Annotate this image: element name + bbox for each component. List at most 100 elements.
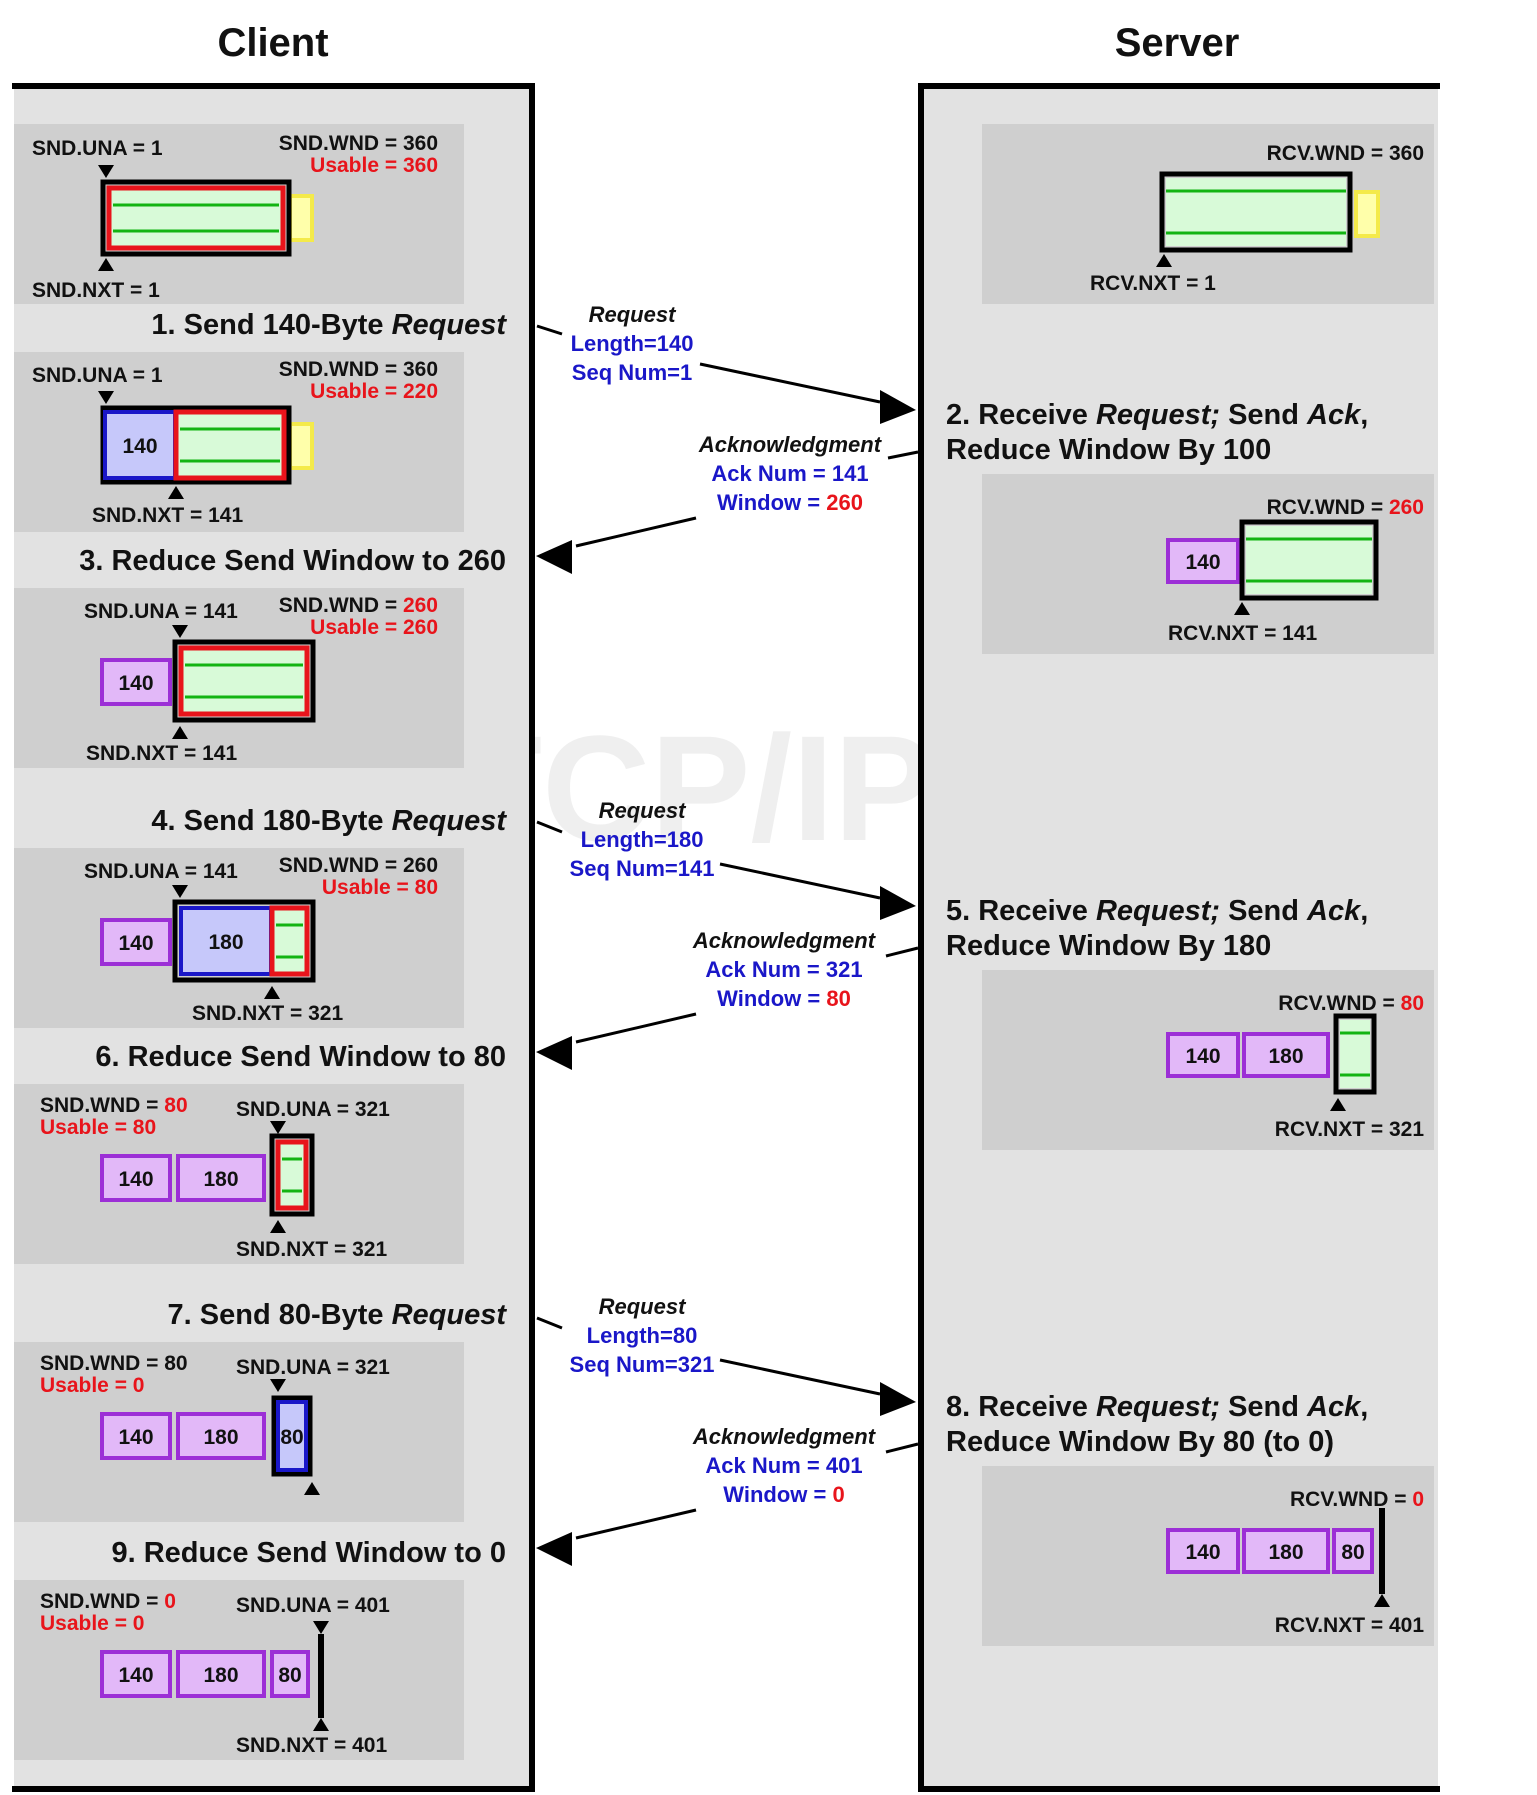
usable-window-fill (1166, 178, 1346, 246)
variable-label: Usable = 80 (40, 1116, 156, 1139)
variable-label: SND.UNA = 401 (236, 1594, 390, 1617)
step-9-title: 9. Reduce Send Window to 0 (111, 1537, 506, 1569)
ack-message-1-field: Window = 260 (717, 490, 863, 515)
segment-label: 140 (118, 1664, 153, 1687)
variable-label: RCV.WND = 360 (1267, 142, 1424, 165)
window-extension-marker (1354, 190, 1380, 238)
variable-label: RCV.NXT = 321 (1275, 1118, 1425, 1141)
segment-label: 140 (122, 435, 157, 458)
usable-window-fill (185, 652, 303, 710)
pointer-up-arrow (98, 258, 114, 271)
ack-message-2-title: Acknowledgment (692, 928, 877, 953)
step-3-title: 3. Reduce Send Window to 260 (79, 545, 506, 577)
variable-label: SND.WND = 260 (279, 594, 438, 617)
receive-window-frame (1333, 1013, 1377, 1095)
step-4-title: 4. Send 180-Byte Request (151, 805, 507, 837)
pointer-up-arrow (172, 726, 188, 739)
pointer-down-arrow (270, 1121, 286, 1134)
send-window-frame (172, 899, 316, 983)
ack-message-3-title: Acknowledgment (692, 1424, 877, 1449)
request-arrow-1-line (699, 362, 881, 404)
sent-segment (1166, 1032, 1240, 1078)
request-arrow-1-head (880, 390, 916, 424)
step-1-title: 1. Send 140-Byte Request (151, 309, 507, 341)
request-message-3-title: Request (599, 1294, 687, 1319)
request-arrow-2-line (536, 820, 563, 834)
usable-window-fill (1340, 1020, 1370, 1088)
ack-arrow-2-line (885, 946, 919, 958)
sent-segment (1332, 1528, 1374, 1574)
segment-label: 180 (203, 1426, 238, 1449)
segment-label: 180 (203, 1664, 238, 1687)
window-extension-marker (288, 194, 314, 242)
sent-segment (100, 658, 172, 706)
segment-label: 140 (118, 932, 153, 955)
pointer-up-arrow (1330, 1098, 1346, 1111)
send-window-frame (271, 1395, 313, 1477)
send-window-frame (172, 639, 316, 723)
segment-label: 80 (1341, 1541, 1364, 1564)
segment-label: 140 (1185, 1541, 1220, 1564)
request-message-2-field: Seq Num=141 (570, 856, 715, 881)
pointer-up-arrow (270, 1220, 286, 1233)
request-arrow-3-line (719, 1358, 881, 1396)
step-5-title-line2: Reduce Window By 180 (946, 930, 1271, 962)
request-message-1-title: Request (589, 302, 677, 327)
client-header: Client (217, 21, 328, 65)
variable-label: SND.NXT = 141 (92, 504, 243, 527)
usable-window-fill (276, 912, 303, 970)
pointer-down-arrow (98, 391, 114, 404)
variable-label: SND.WND = 360 (279, 132, 438, 155)
ack-message-2-field: Window = 80 (717, 986, 851, 1011)
sent-segment (176, 1412, 266, 1460)
variable-label: Usable = 360 (310, 154, 438, 177)
pointer-up-arrow (304, 1482, 320, 1495)
request-message-3-field: Seq Num=321 (570, 1352, 715, 1377)
variable-label: Usable = 80 (322, 876, 438, 899)
receive-window-frame (1239, 519, 1379, 601)
receive-window-frame (1159, 171, 1353, 253)
variable-label: RCV.WND = 80 (1278, 992, 1424, 1015)
sent-segment (100, 918, 172, 966)
variable-label: SND.NXT = 401 (236, 1734, 387, 1757)
segment-label: 80 (280, 1426, 303, 1449)
ack-arrow-3-line (885, 1442, 919, 1454)
pointer-down-arrow (172, 885, 188, 898)
pointer-down-arrow (270, 1379, 286, 1392)
pointer-up-arrow (1374, 1594, 1390, 1607)
segment-label: 140 (1185, 551, 1220, 574)
sent-segment (100, 1154, 172, 1202)
variable-label: Usable = 260 (310, 616, 438, 639)
request-message-2-field: Length=180 (581, 827, 704, 852)
ack-arrow-3-line (575, 1508, 697, 1540)
sent-segment (103, 410, 177, 480)
variable-label: Usable = 0 (40, 1612, 144, 1635)
pointer-up-arrow (1156, 254, 1172, 267)
variable-label: RCV.WND = 260 (1267, 496, 1424, 519)
variable-label: SND.WND = 360 (279, 358, 438, 381)
sent-segment (1242, 1528, 1330, 1574)
segment-label: 140 (118, 672, 153, 695)
step-8-title-line2: Reduce Window By 80 (to 0) (946, 1426, 1334, 1458)
send-window-frame (100, 179, 292, 257)
ack-arrow-1-head (536, 540, 572, 574)
variable-label: RCV.NXT = 141 (1168, 622, 1318, 645)
ack-message-2-field: Ack Num = 321 (705, 957, 862, 982)
variable-label: SND.WND = 80 (40, 1094, 188, 1117)
variable-label: RCV.NXT = 401 (1275, 1614, 1425, 1637)
variable-label: Usable = 0 (40, 1374, 144, 1397)
variable-label: SND.UNA = 1 (32, 364, 163, 387)
variable-label: SND.NXT = 321 (236, 1238, 387, 1261)
ack-arrow-1-line (887, 450, 919, 460)
pointer-down-arrow (98, 165, 114, 178)
sent-segment (100, 1412, 172, 1460)
sent-segment (176, 1650, 266, 1698)
ack-arrow-2-head (536, 1036, 572, 1070)
request-arrow-3-head (880, 1382, 916, 1416)
step-2-title: 2. Receive Request; Send Ack, (946, 399, 1368, 431)
step-7-title: 7. Send 80-Byte Request (168, 1299, 508, 1331)
window-extension-marker (288, 422, 314, 470)
request-message-1-field: Seq Num=1 (572, 360, 692, 385)
segment-label: 180 (203, 1168, 238, 1191)
request-arrow-2-head (880, 886, 916, 920)
